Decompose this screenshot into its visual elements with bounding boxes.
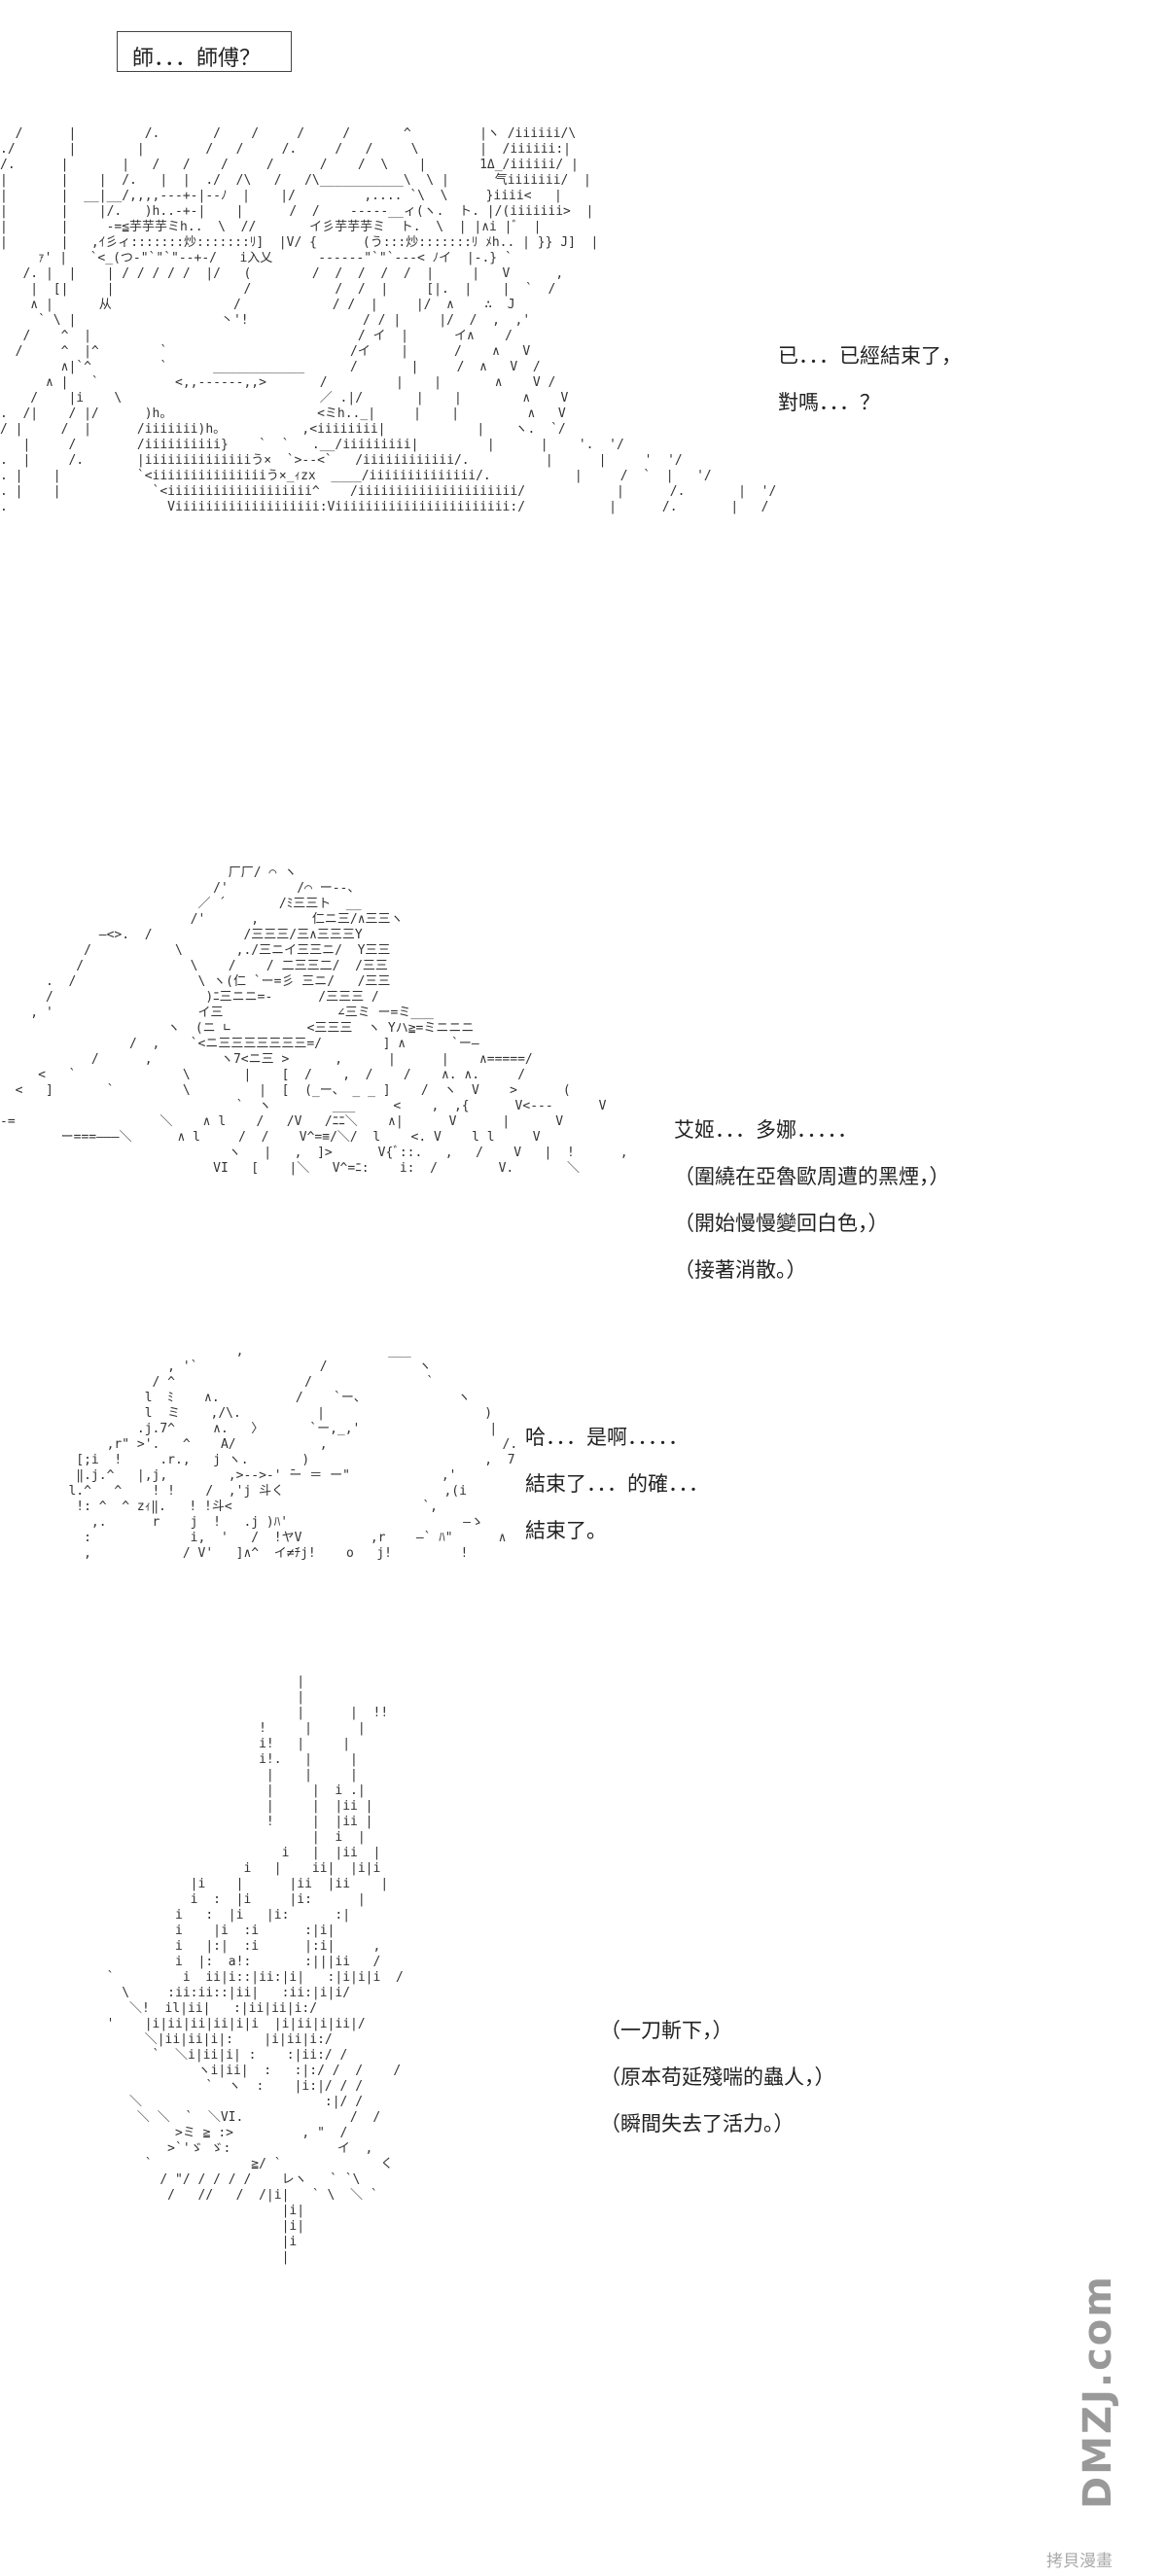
dialogue-line: 結束了。 <box>525 1519 607 1542</box>
watermark-logo: DMZJ.com <box>1076 2275 1120 2509</box>
dialogue-line: （開始慢慢變回白色，） <box>674 1212 889 1235</box>
dialogue-line: （瞬間失去了活力。） <box>600 2112 795 2135</box>
dialogue-line: 哈．．．是啊．．．．． <box>525 1426 689 1449</box>
ascii-art-hug: , ___ , '` / ヽ / ^ / ` l ﾐ ∧. / `ー、 ヽ <box>68 1344 518 1561</box>
speech-bubble-text: 師．．．師傅？ <box>132 47 262 71</box>
speech-bubble <box>117 31 292 72</box>
dialogue-line: （原本苟延殘喘的蟲人，） <box>600 2065 835 2089</box>
dialogue-line: 已．．．已經結束了， <box>778 344 962 368</box>
dialogue-block-1: 已．．．已經結束了， 對嗎．．．？ <box>778 333 962 426</box>
watermark: DMZJ.com 拷貝漫畫 <box>1046 2275 1153 2571</box>
dialogue-line: 艾姬．．．多娜．．．．． <box>674 1118 858 1142</box>
dialogue-line: （接著消散。） <box>674 1258 807 1282</box>
dialogue-line: （一刀斬下，） <box>600 2019 733 2042</box>
watermark-text: 拷貝漫畫 <box>1046 2552 1113 2571</box>
dialogue-block-3: 哈．．．是啊．．．．． 結束了．．．的確．．． 結束了。 <box>525 1414 709 1554</box>
ascii-art-face: / | /. / / / / ^ |ヽ /iiiiii/\ ./ | | / /… <box>0 126 777 514</box>
ascii-art-smoke: 厂厂/ ⌒ ヽ /' /⌒ ー--、 ／ ´ /ﾐ三三ト __ /' , 仁ニ三… <box>0 865 628 1176</box>
dialogue-block-2: 艾姬．．．多娜．．．．． （圍繞在亞魯歐周遭的黑煙，） （開始慢慢變回白色，） … <box>674 1107 950 1293</box>
dialogue-line: 對嗎．．．？ <box>778 391 880 414</box>
dialogue-block-4: （一刀斬下，） （原本苟延殘喘的蟲人，） （瞬間失去了活力。） <box>600 2007 835 2147</box>
ascii-art-slash: | | | | !! ! | | i! | | <box>106 1675 404 2265</box>
dialogue-line: （圍繞在亞魯歐周遭的黑煙，） <box>674 1165 950 1188</box>
dialogue-line: 結束了．．．的確．．． <box>525 1472 709 1496</box>
